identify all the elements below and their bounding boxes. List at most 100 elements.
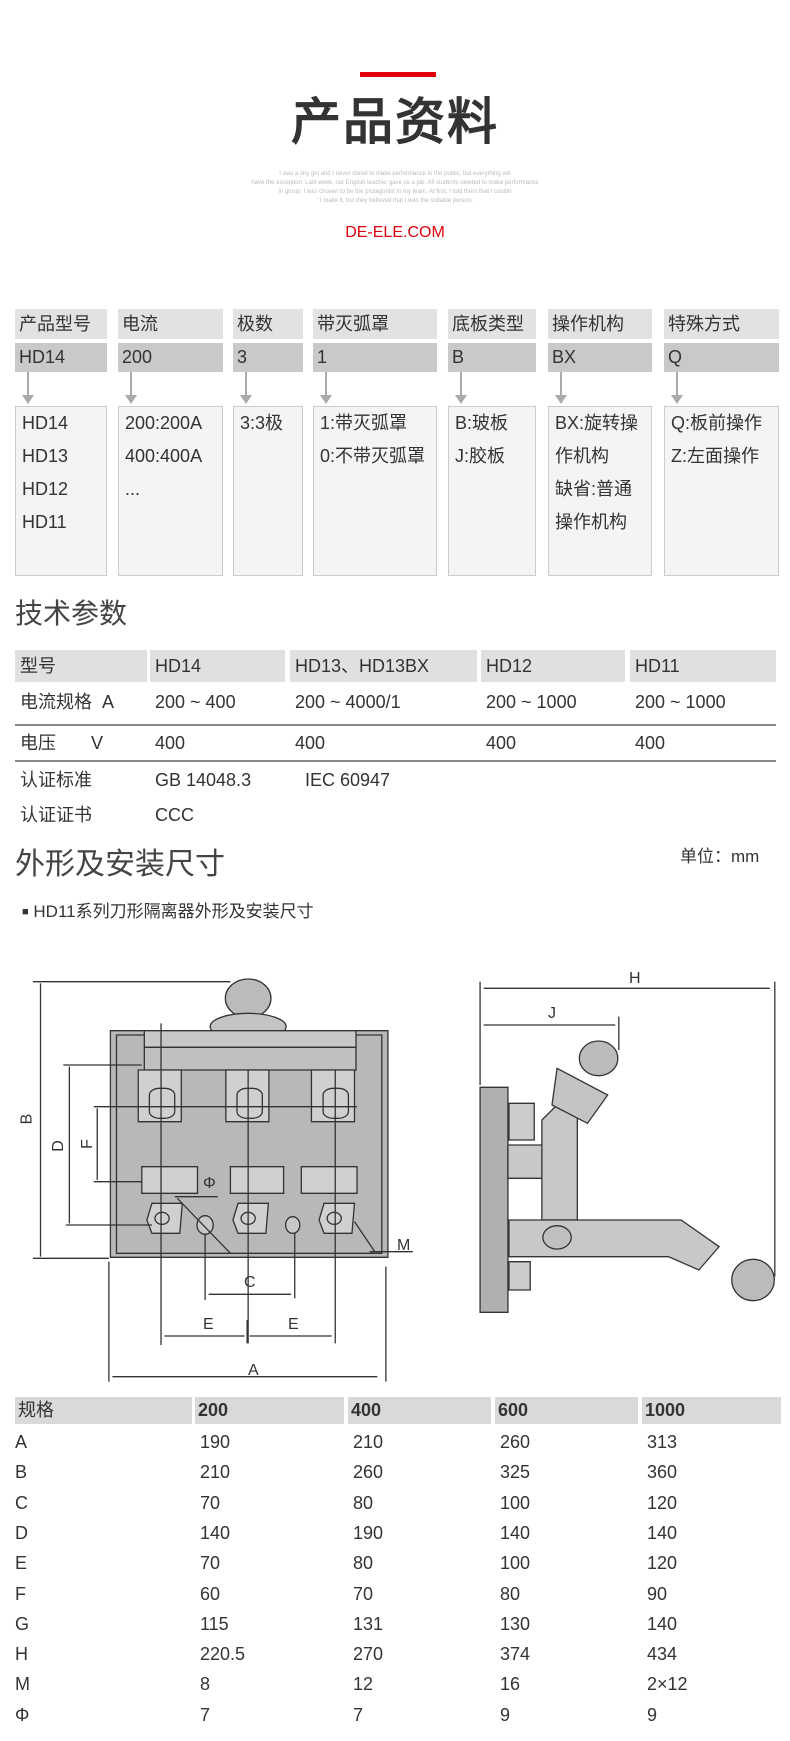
code-header: 底板类型	[448, 309, 536, 339]
label-h: H	[629, 970, 641, 987]
code-value: 200	[118, 343, 223, 372]
arrow-down-icon	[320, 372, 332, 404]
dim-cell: 12	[353, 1674, 374, 1695]
code-header: 极数	[233, 309, 303, 339]
dim-cell: 100	[500, 1492, 531, 1513]
side-view	[480, 982, 775, 1313]
code-header: 产品型号	[15, 309, 107, 339]
dimension-drawing	[0, 940, 790, 1390]
dim-cell: 325	[500, 1462, 531, 1483]
code-option: 操作机构	[555, 512, 627, 532]
dim-cell: 210	[200, 1462, 231, 1483]
code-value: 1	[313, 343, 437, 372]
dims-section-title: 外形及安装尺寸	[15, 848, 225, 881]
tech-header-cell: HD11	[630, 650, 776, 682]
tech-header-cell: HD13、HD13BX	[290, 650, 477, 682]
dim-cell: 60	[200, 1583, 221, 1604]
dim-cell: 9	[500, 1704, 511, 1725]
arrow-down-icon	[455, 372, 467, 404]
arrow-down-icon	[22, 372, 34, 404]
dim-cell: 70	[200, 1492, 221, 1513]
label-d: D	[49, 1140, 67, 1152]
code-option: ...	[125, 479, 141, 499]
code-option: HD11	[22, 512, 67, 532]
code-option: Z:左面操作	[671, 446, 759, 466]
dim-cell: F	[15, 1583, 26, 1604]
dim-cell: 374	[500, 1644, 531, 1665]
dim-cell: E	[15, 1553, 28, 1574]
dim-header-cell: 200	[195, 1397, 344, 1424]
dim-cell: 190	[200, 1432, 231, 1452]
tech-cell: 200 ~ 400	[155, 692, 236, 712]
dim-cell: G	[15, 1613, 30, 1634]
code-option: 200:200A	[125, 413, 203, 433]
code-option: HD14	[22, 413, 69, 433]
code-header: 操作机构	[548, 309, 652, 339]
code-option: 作机构	[555, 446, 609, 466]
dim-cell: 115	[200, 1613, 229, 1634]
tech-header-cell: HD12	[481, 650, 625, 682]
label-j: J	[548, 1005, 556, 1022]
dim-cell: 140	[647, 1522, 678, 1543]
tech-cell: 电压 V	[20, 733, 104, 753]
tech-cell: 200 ~ 1000	[486, 692, 577, 712]
dim-cell: 131	[353, 1613, 384, 1634]
code-option: B:玻板	[455, 413, 509, 433]
dim-cell: C	[15, 1492, 28, 1513]
dim-cell: 140	[200, 1522, 231, 1543]
row-divider	[15, 724, 776, 726]
page-title: 产品资料	[291, 94, 499, 150]
tech-cell: 认证证书	[20, 805, 92, 825]
tech-cell: GB 14048.3	[155, 770, 252, 790]
tech-cell: 400	[486, 733, 517, 753]
code-options-box: B:玻板 J:胶板	[448, 406, 536, 576]
code-header: 带灭弧罩	[313, 309, 437, 339]
code-option: BX:旋转操	[555, 413, 639, 433]
dim-cell: 90	[647, 1583, 668, 1604]
dim-cell: M	[15, 1674, 30, 1695]
tech-cell: 电流规格 A	[20, 692, 115, 712]
subtitle-line: in group. I was chosen to be the protago…	[278, 189, 512, 195]
dim-cell: 140	[647, 1613, 678, 1634]
dim-cell: 100	[500, 1553, 531, 1574]
dim-cell: A	[15, 1432, 28, 1452]
dim-cell: 210	[353, 1432, 384, 1452]
code-option: 400:400A	[125, 446, 203, 466]
code-options-box: 200:200A 400:400A...	[118, 406, 223, 576]
code-option: J:胶板	[455, 446, 506, 466]
dim-cell: 70	[353, 1583, 374, 1604]
front-view	[33, 979, 413, 1382]
dim-header-cell: 1000	[642, 1397, 781, 1424]
tech-cell: 400	[295, 733, 326, 753]
dim-cell: 7	[353, 1704, 364, 1725]
dim-cell: 80	[353, 1492, 374, 1513]
dim-cell: 140	[500, 1522, 531, 1543]
tech-cell: CCC	[155, 805, 194, 825]
dim-cell: 8	[200, 1674, 211, 1695]
tech-section-title: 技术参数	[15, 598, 128, 629]
dim-cell: Φ	[15, 1704, 30, 1725]
dim-header-cell: 规格	[15, 1397, 192, 1424]
dim-cell: 434	[647, 1644, 678, 1665]
bullet-icon: ■	[22, 906, 29, 918]
label-phi: Φ	[203, 1175, 216, 1192]
code-option: 缺省:普通	[555, 479, 633, 499]
tech-cell: 400	[155, 733, 186, 753]
tech-cell: IEC 60947	[305, 770, 391, 790]
caption-text: HD11系列刀形隔离器外形及安装尺寸	[33, 902, 314, 921]
code-header: 电流	[118, 309, 223, 339]
dim-cell: 260	[353, 1462, 384, 1483]
code-option: 1:带灭弧罩	[320, 413, 408, 433]
label-b: B	[18, 1113, 36, 1125]
label-a: A	[248, 1362, 259, 1379]
subtitle-text: I was a shy girl and I never dared to ma…	[180, 170, 610, 206]
code-options-box: BX:旋转操作机构缺省:普通操作机构	[548, 406, 652, 576]
code-options-box: 3:3极	[233, 406, 303, 576]
site-name: DE-ELE.COM	[345, 224, 445, 241]
tech-cell: 认证标准	[20, 770, 92, 790]
subtitle-line: ' t make it, but they believed that I wa…	[317, 198, 473, 204]
code-value: Q	[664, 343, 779, 372]
code-value: HD14	[15, 343, 107, 372]
